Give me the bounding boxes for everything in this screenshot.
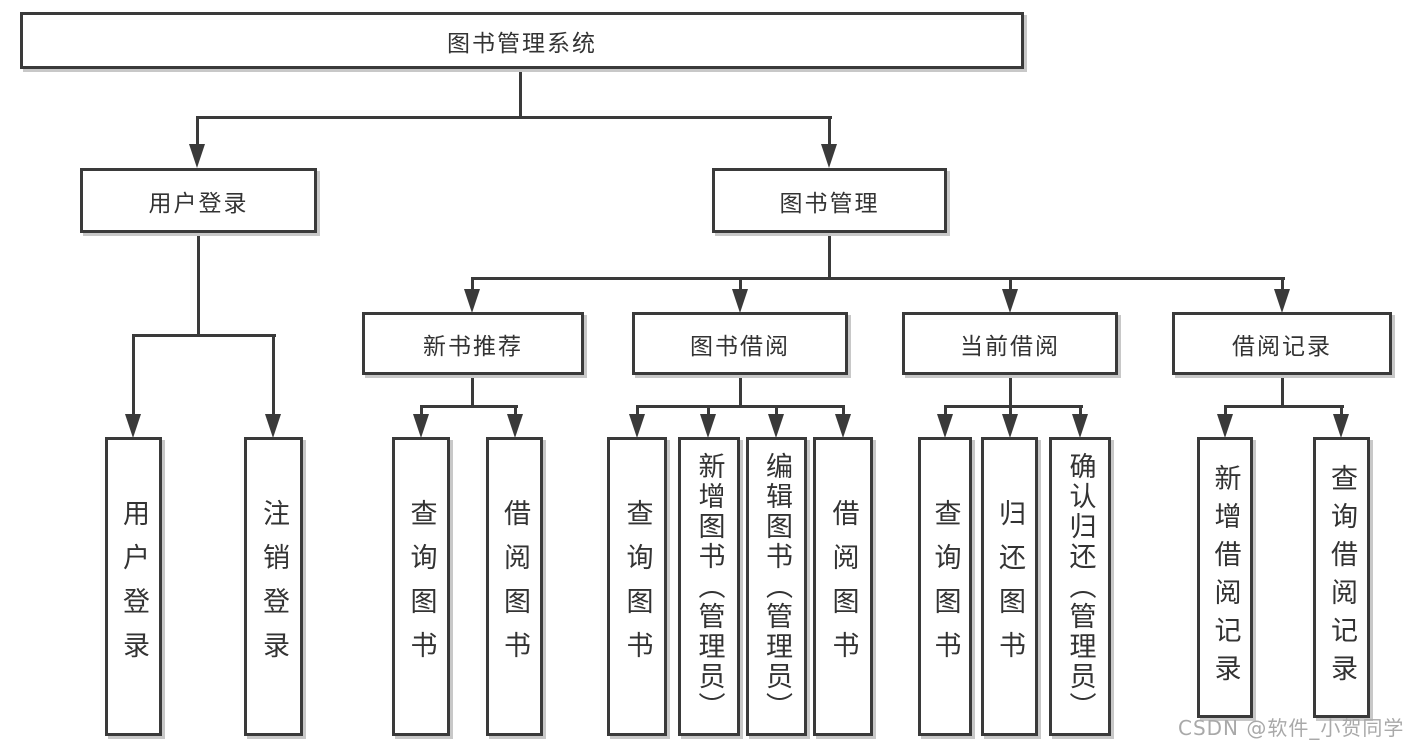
connector-line	[739, 277, 742, 295]
connector-line	[828, 116, 831, 148]
leaf-borrow-books-recommend: 借阅图书	[486, 437, 543, 736]
connector-line	[132, 334, 135, 418]
watermark: CSDN @软件_小贺同学	[1178, 716, 1405, 740]
connector-line	[1009, 375, 1012, 407]
node-borrowing-records: 借阅记录	[1172, 312, 1392, 375]
arrow-down-icon	[700, 414, 716, 438]
connector-line	[944, 405, 1083, 408]
connector-line	[420, 405, 518, 408]
node-new-book-recommend: 新书推荐	[362, 312, 584, 375]
connector-line	[519, 69, 522, 118]
connector-line	[471, 277, 1285, 280]
arrow-down-icon	[413, 414, 429, 438]
arrow-down-icon	[1072, 414, 1088, 438]
leaf-return-books: 归还图书	[981, 437, 1038, 736]
connector-line	[471, 277, 474, 295]
connector-line	[707, 405, 710, 419]
arrow-down-icon	[732, 289, 748, 313]
leaf-add-borrow-record: 新增借阅记录	[1197, 437, 1253, 718]
arrow-down-icon	[265, 414, 281, 438]
arrow-down-icon	[464, 289, 480, 313]
leaf-query-books-current: 查询图书	[918, 437, 972, 736]
leaf-add-book-admin: 新增图书（管理员）	[678, 437, 740, 736]
leaf-query-books-borrow: 查询图书	[607, 437, 667, 736]
leaf-user-login: 用户登录	[105, 437, 162, 736]
leaf-query-books-recommend: 查询图书	[392, 437, 450, 736]
connector-line	[1009, 277, 1012, 295]
node-book-management: 图书管理	[712, 168, 947, 233]
connector-line	[514, 405, 517, 419]
node-book-borrowing: 图书借阅	[632, 312, 848, 375]
connector-line	[1281, 277, 1284, 295]
node-user-login: 用户登录	[80, 168, 317, 233]
connector-line	[471, 375, 474, 407]
node-current-borrowing: 当前借阅	[902, 312, 1118, 375]
arrow-down-icon	[1002, 289, 1018, 313]
leaf-borrow-books: 借阅图书	[813, 437, 873, 736]
connector-line	[1079, 405, 1082, 419]
arrow-down-icon	[507, 414, 523, 438]
connector-line	[636, 405, 845, 408]
connector-line	[1224, 405, 1227, 419]
connector-line	[1009, 405, 1012, 419]
leaf-logout: 注销登录	[244, 437, 303, 736]
connector-line	[1281, 375, 1284, 407]
connector-line	[196, 116, 832, 119]
node-library-system: 图书管理系统	[20, 12, 1024, 69]
arrow-down-icon	[821, 144, 837, 168]
leaf-query-borrow-record: 查询借阅记录	[1313, 437, 1370, 718]
connector-line	[1340, 405, 1343, 419]
arrow-down-icon	[189, 144, 205, 168]
connector-line	[272, 334, 275, 418]
connector-line	[420, 405, 423, 419]
leaf-confirm-return-admin: 确认归还（管理员）	[1049, 437, 1111, 736]
leaf-edit-book-admin: 编辑图书（管理员）	[746, 437, 807, 736]
arrow-down-icon	[1002, 414, 1018, 438]
connector-line	[636, 405, 639, 419]
arrow-down-icon	[125, 414, 141, 438]
connector-line	[196, 116, 199, 148]
arrow-down-icon	[835, 414, 851, 438]
arrow-down-icon	[937, 414, 953, 438]
arrow-down-icon	[1217, 414, 1233, 438]
arrow-down-icon	[768, 414, 784, 438]
connector-line	[197, 233, 200, 336]
arrow-down-icon	[1333, 414, 1349, 438]
arrow-down-icon	[629, 414, 645, 438]
connector-line	[1224, 405, 1344, 408]
connector-line	[739, 375, 742, 407]
arrow-down-icon	[1274, 289, 1290, 313]
connector-line	[842, 405, 845, 419]
connector-line	[944, 405, 947, 419]
connector-line	[828, 233, 831, 279]
connector-line	[132, 334, 276, 337]
connector-line	[775, 405, 778, 419]
